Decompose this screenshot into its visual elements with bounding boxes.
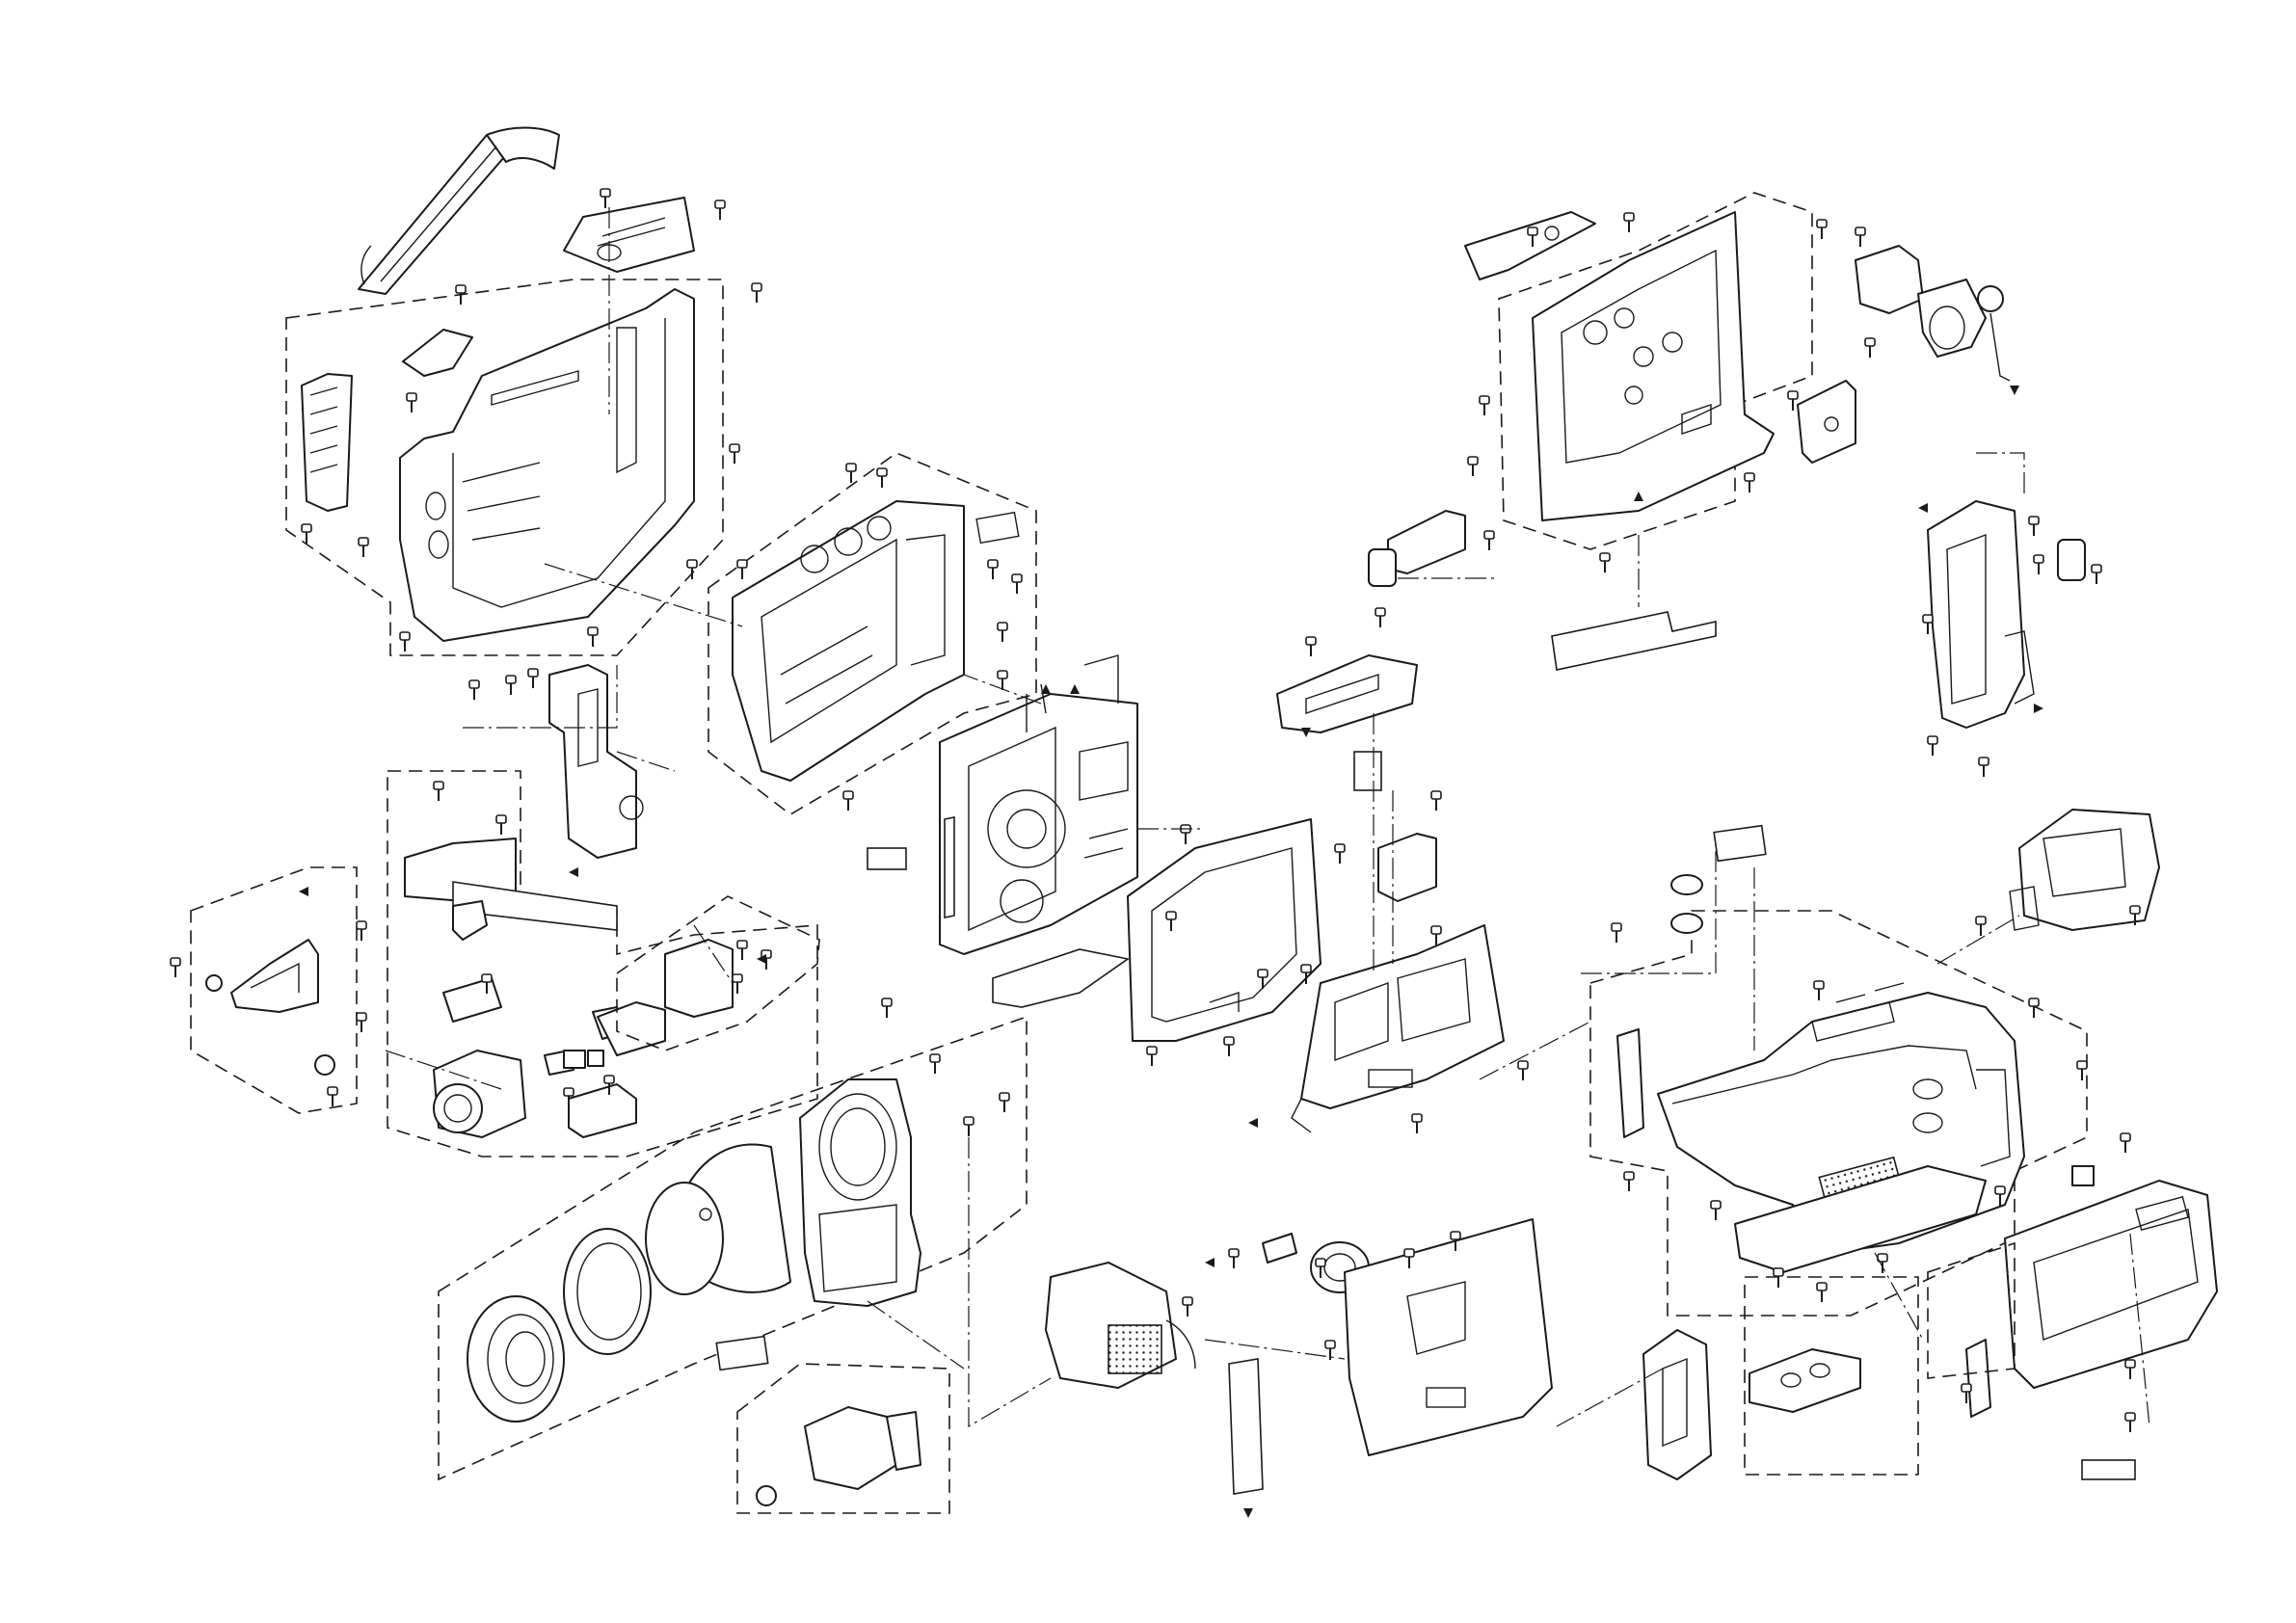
rear-bracket-small	[1369, 511, 1465, 586]
connector-cap-2	[1671, 914, 1702, 933]
rear-hinge-plate	[1798, 381, 1855, 463]
battery-holder	[549, 665, 643, 858]
main-chassis	[733, 501, 964, 781]
lens-hood-ring	[564, 1229, 651, 1354]
lens-mount	[800, 1079, 921, 1306]
main-circuit-board	[1292, 925, 1504, 1132]
cassette-door-assembly	[434, 1051, 525, 1137]
front-cover-group	[737, 1364, 949, 1513]
rear-side-plate	[1465, 212, 1595, 279]
lens-label	[716, 1337, 767, 1370]
bottom-control-group	[1643, 1277, 1918, 1479]
flat-cable-center	[993, 949, 1128, 1007]
hinge-bracket	[1617, 1029, 1643, 1137]
front-lens-ring	[467, 1296, 564, 1422]
grip-side-panel	[302, 374, 352, 511]
rear-frame	[1533, 212, 1774, 520]
center-flex-cable	[1354, 752, 1381, 790]
center-pcb-frame	[1128, 819, 1321, 1041]
speaker-board-group	[1229, 1219, 1552, 1455]
hand-strap	[359, 128, 559, 295]
flash-unit-group	[1046, 1263, 1195, 1388]
eyepiece-mechanism	[1855, 246, 2010, 381]
lens-barrel-group	[439, 998, 1027, 1479]
top-grip-cover	[564, 198, 694, 272]
board-bracket	[1378, 834, 1436, 901]
connector-cap-1	[1671, 875, 1702, 894]
tape-mechanism	[940, 655, 1137, 954]
tape-label	[868, 848, 906, 869]
lever-parts	[564, 1002, 665, 1068]
body-label	[1714, 826, 1766, 862]
rear-flat-cable	[1552, 612, 1716, 670]
cassette-lever	[453, 901, 487, 940]
top-circuit-bracket	[1277, 655, 1417, 732]
bottom-flat-cable	[1229, 1359, 1263, 1494]
grip-frame-group	[286, 128, 761, 701]
left-bracket-group	[171, 867, 366, 1113]
rear-frame-group	[1465, 193, 1855, 572]
right-side-bracket	[1928, 501, 2085, 728]
grip-clip	[403, 330, 472, 376]
lens-barrel	[646, 1145, 790, 1294]
lcd-label	[2082, 1460, 2135, 1479]
